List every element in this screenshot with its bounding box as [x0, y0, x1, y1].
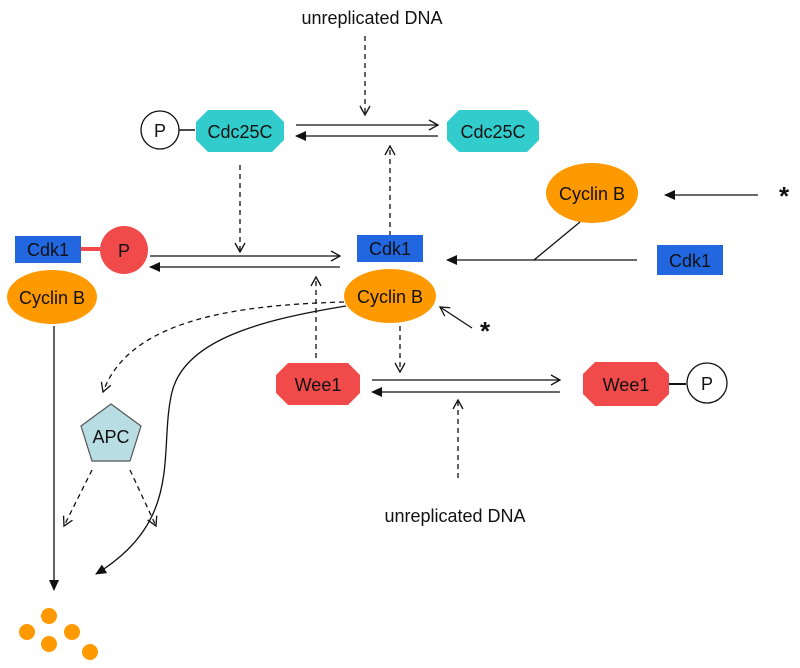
wee1-phospho-circle-icon: [686, 362, 728, 404]
wee1-equilibrium: [371, 374, 562, 397]
wee1-active: Wee1: [276, 363, 360, 405]
cdc25c-equilibrium: [295, 119, 440, 141]
degradation-arrow-center: [95, 305, 347, 575]
cdk1-p-cyclin-b-complex: Cdk1 P Cyclin B: [7, 226, 148, 324]
apc-pentagon: [80, 403, 142, 462]
cdc25c-shape: [447, 110, 539, 152]
cdc25c-active: Cdc25C: [447, 110, 539, 152]
phospho-red-label: P: [118, 241, 130, 261]
cyclin-b-left-label: Cyclin B: [19, 288, 85, 308]
cdk1-p-box: [15, 236, 81, 263]
wee1-phospho-label: P: [701, 374, 713, 394]
unreplicated-dna-top-label: unreplicated DNA: [301, 8, 442, 28]
degradation-products-icon: [19, 608, 98, 660]
cdk1-free-label: Cdk1: [669, 251, 711, 271]
asterisk-center: *: [480, 316, 491, 346]
cdk1-free-box: [657, 245, 723, 275]
cdc25c-label: Cdc25C: [460, 122, 525, 142]
cdk1-p-label: Cdk1: [27, 240, 69, 260]
wee1-label: Wee1: [295, 375, 342, 395]
cyclin-b-free-shape: [546, 163, 638, 223]
cdk1-equilibrium: [149, 250, 342, 272]
cdk1-cyclin-b-complex: Cdk1 Cyclin B: [344, 235, 436, 323]
free-cdk1: Cdk1: [657, 245, 723, 275]
wee1-p-shape: [583, 362, 669, 406]
phospho-label: P: [154, 121, 166, 141]
wee1-phosphorylated: Wee1 P: [583, 362, 728, 406]
wee1-shape: [276, 363, 360, 405]
cyclin-b-center-shape: [344, 269, 436, 323]
asterisk-top: *: [779, 181, 790, 211]
unreplicated-dna-bottom-label: unreplicated DNA: [384, 506, 525, 526]
free-cyclin-b: Cyclin B: [546, 163, 638, 223]
cdc25c-p-label: Cdc25C: [207, 122, 272, 142]
apc-label: APC: [92, 427, 129, 447]
apc: APC: [80, 403, 142, 462]
cyclin-b-free-label: Cyclin B: [559, 184, 625, 204]
cyclin-b-left-shape: [7, 270, 97, 324]
cdc25c-phosphorylated: P Cdc25C: [140, 110, 284, 152]
synthesis-arrow-center: [438, 306, 473, 329]
cdk1-center-box: [357, 235, 423, 262]
cyclin-b-center-label: Cyclin B: [357, 287, 423, 307]
cdc25c-p-shape: [196, 110, 284, 152]
apc-dashed-arrow-right: [129, 469, 158, 528]
apc-dashed-arrow-left: [62, 469, 93, 528]
cdk1-center-label: Cdk1: [369, 239, 411, 259]
wee1-p-label: Wee1: [603, 375, 650, 395]
phospho-red-circle-icon: [100, 226, 148, 274]
complex-to-apc-arrow: [100, 301, 345, 394]
cyclin-b-association-line: [533, 221, 581, 261]
